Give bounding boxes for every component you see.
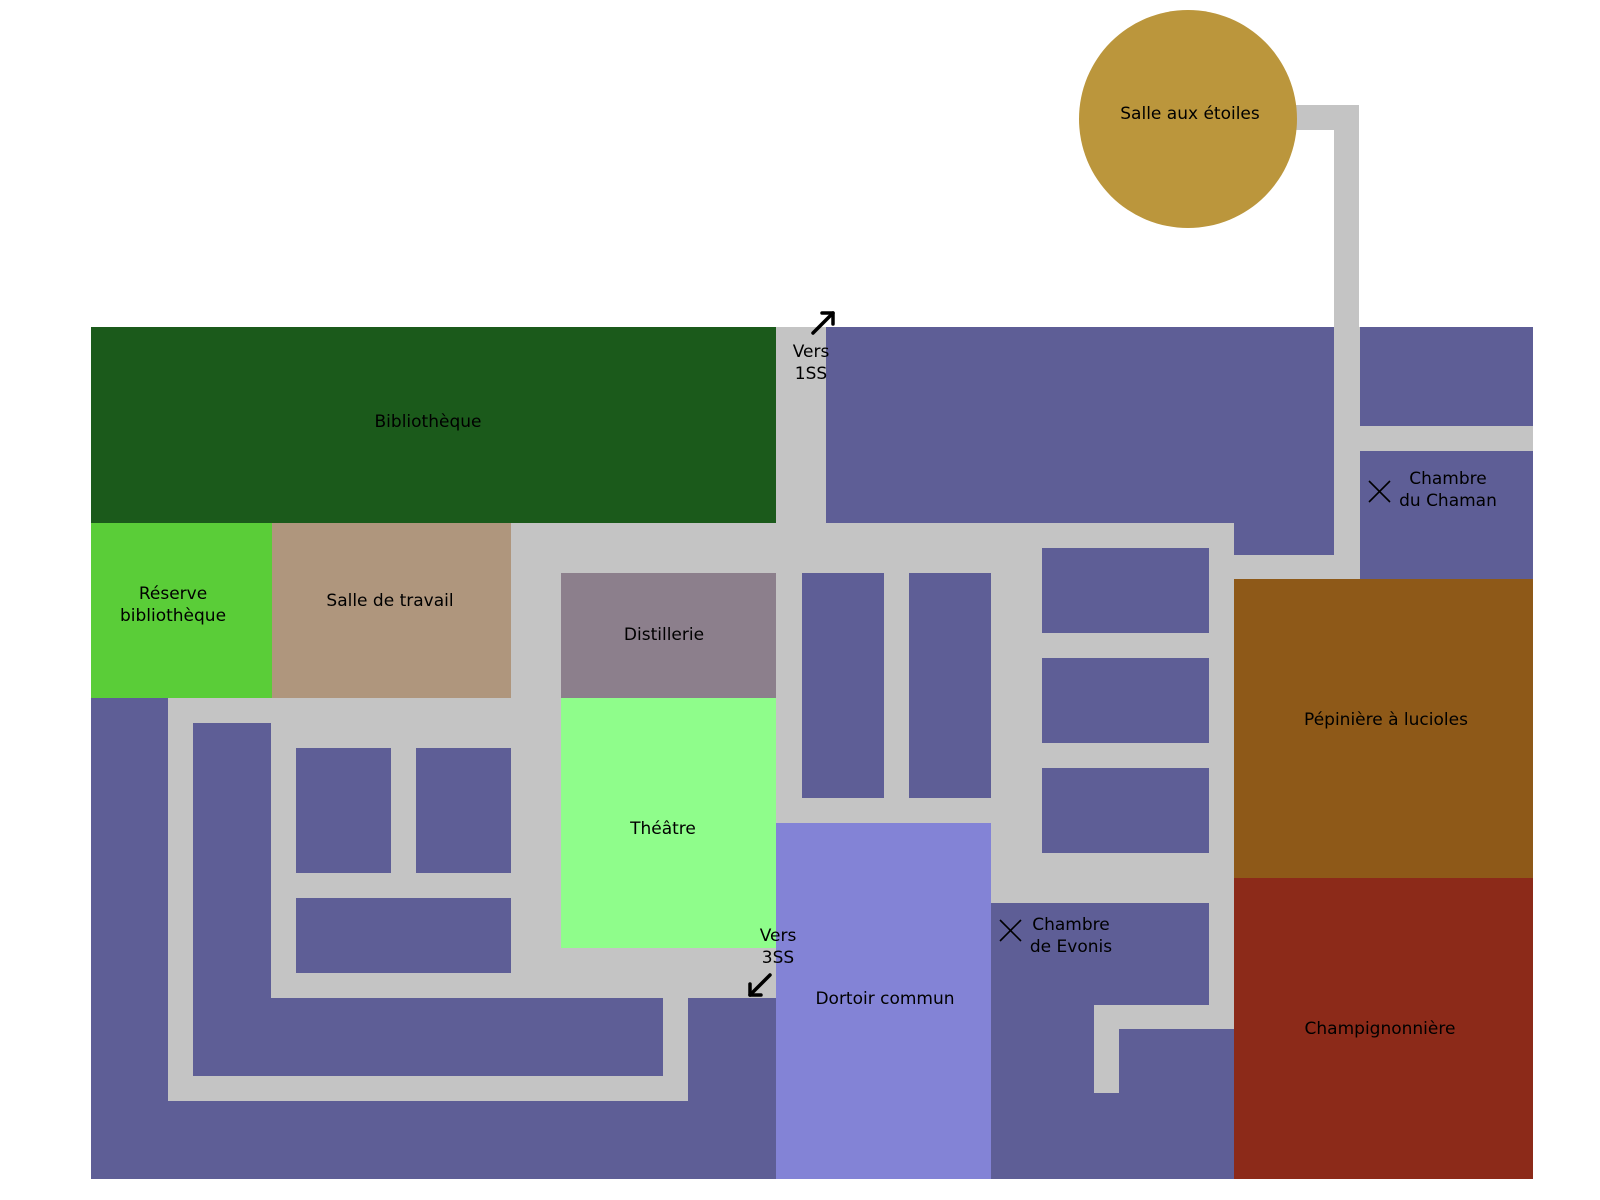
room-distillerie bbox=[561, 573, 776, 698]
label-exit-down-line1: Vers bbox=[760, 926, 797, 946]
room-block-evonis bbox=[991, 903, 1209, 1005]
label-chaman-line1: Chambre bbox=[1409, 469, 1487, 489]
label-evonis-line1: Chambre bbox=[1032, 915, 1110, 935]
room-block-bottom-left-wall bbox=[91, 698, 168, 1179]
room-dortoir-commun bbox=[776, 823, 991, 1179]
label-exit-up-line1: Vers bbox=[793, 342, 830, 362]
label-champignonniere: Champignonnière bbox=[1305, 1019, 1456, 1039]
generic-rooms bbox=[91, 327, 1533, 1179]
label-chaman-line2: du Chaman bbox=[1399, 491, 1497, 511]
room-block-bottom-strip bbox=[91, 1101, 776, 1179]
room-block-right-2 bbox=[1042, 658, 1209, 743]
label-theatre: Théâtre bbox=[629, 819, 696, 839]
room-block-bottom-right-leg bbox=[688, 998, 776, 1101]
room-block-right-3 bbox=[1042, 768, 1209, 853]
label-exit-up-line2: 1SS bbox=[795, 364, 827, 384]
label-salle-de-travail: Salle de travail bbox=[326, 591, 453, 611]
room-pepiniere bbox=[1234, 579, 1533, 878]
label-bibliotheque: Bibliothèque bbox=[375, 412, 482, 432]
room-reserve-bibliotheque bbox=[91, 523, 272, 698]
arrow-up-right-icon bbox=[811, 311, 835, 335]
room-block-small-2 bbox=[416, 748, 511, 873]
room-block-frame-right bbox=[1234, 438, 1334, 555]
room-block-small-3 bbox=[296, 898, 511, 973]
arrow-down-left-icon bbox=[748, 973, 772, 997]
cross-marker-icon bbox=[1368, 480, 1391, 503]
label-pepiniere: Pépinière à lucioles bbox=[1304, 710, 1468, 730]
cross-marker-icon bbox=[999, 919, 1022, 942]
room-block-chaman bbox=[1360, 451, 1533, 579]
room-salle-de-travail bbox=[272, 523, 511, 698]
corridor-star-v bbox=[1334, 105, 1359, 579]
room-block-right-1 bbox=[1042, 548, 1209, 633]
label-distillerie: Distillerie bbox=[624, 625, 704, 645]
room-block-col-1 bbox=[802, 573, 884, 798]
label-reserve-line1: Réserve bbox=[139, 584, 207, 604]
label-dortoir-commun: Dortoir commun bbox=[815, 989, 954, 1009]
label-exit-down-line2: 3SS bbox=[762, 948, 794, 968]
room-block-col-2 bbox=[909, 573, 991, 798]
label-reserve-line2: bibliothèque bbox=[120, 606, 226, 626]
room-block-top-right-inner bbox=[935, 438, 1209, 523]
room-block-inner-L-horiz bbox=[193, 998, 663, 1076]
room-theatre bbox=[561, 698, 776, 948]
label-evonis-line2: de Evonis bbox=[1030, 937, 1112, 957]
label-salle-aux-etoiles: Salle aux étoiles bbox=[1120, 104, 1260, 124]
room-block-small-1 bbox=[296, 748, 391, 873]
corridor-evonis-stub-v bbox=[1094, 1005, 1119, 1093]
room-champignonniere bbox=[1234, 878, 1533, 1179]
room-salle-aux-etoiles bbox=[1079, 10, 1297, 228]
room-block-chaman-top bbox=[1360, 327, 1533, 426]
room-bibliotheque bbox=[91, 327, 776, 523]
